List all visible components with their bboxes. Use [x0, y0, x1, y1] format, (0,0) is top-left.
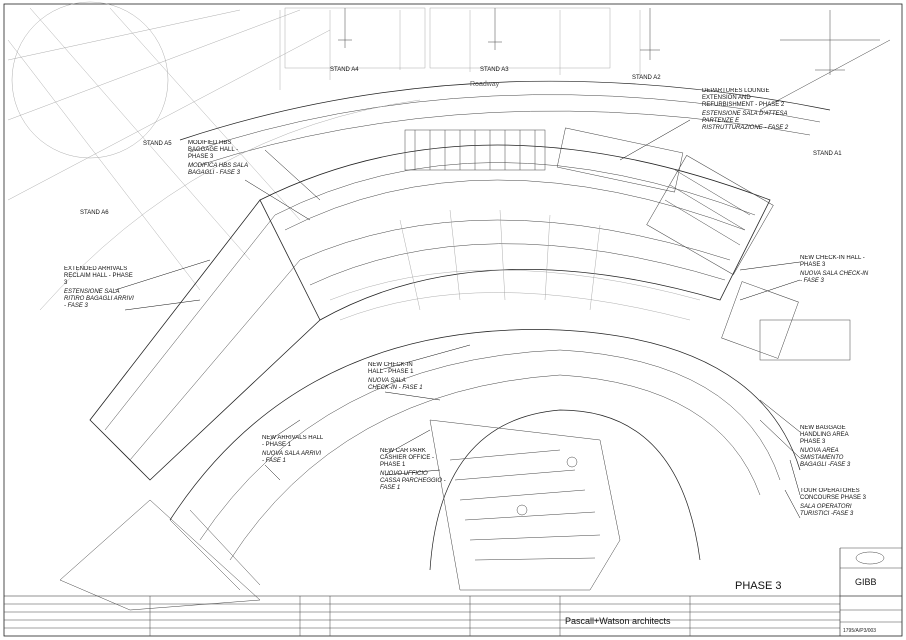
departures-lounge-en: DEPARTURES LOUNGE EXTENSION AND REFURBIS…	[702, 88, 785, 108]
label-new-checkin-right: NEW CHECK-IN HALL - PHASE 3 NUOVA SALA C…	[800, 255, 869, 284]
leader-lines	[114, 119, 801, 519]
sheet-border	[3, 3, 903, 637]
apron-grid	[7, 1, 641, 291]
checkin-desk-blocks	[404, 127, 774, 275]
label-new-checkin-center: NEW CHECK-IN HALL - PHASE 1 NUOVA SALA C…	[368, 362, 423, 391]
new-arrivals-en: NEW ARRIVALS HALL - PHASE 1	[262, 435, 324, 448]
airport-logo-icon	[855, 551, 885, 565]
label-new-arrivals: NEW ARRIVALS HALL - PHASE 1 NUOVA SALA A…	[262, 435, 324, 464]
stand-a6-label: STAND A6	[80, 210, 109, 216]
tour-operators-it: SALA OPERATORI TURISTICI -FASE 3	[800, 504, 854, 517]
new-arrivals-it: NUOVA SALA ARRIVI - FASE 1	[262, 451, 322, 464]
new-checkin-center-it: NUOVA SALA CHECK-IN - FASE 1	[368, 378, 423, 391]
extended-arrivals-it: ESTENSIONE SALA RITIRO BAGAGLI ARRIVI - …	[64, 289, 134, 309]
label-modified-hbs: MODIFIED HBS BAGGAGE HALL - PHASE 3 MODI…	[188, 140, 248, 176]
phase-title: PHASE 3	[735, 580, 781, 592]
stand-a3-label: STAND A3	[480, 67, 509, 73]
stand-a1-label: STAND A1	[813, 151, 842, 157]
roadway-label: Roadway	[470, 81, 500, 88]
title-block: GIBB Pascall+Watson architects 1795/A/P3…	[4, 547, 902, 636]
baggage-handling-en: NEW BAGGAGE HANDLING AREA PHASE 3	[800, 425, 849, 445]
new-checkin-right-en: NEW CHECK-IN HALL - PHASE 3	[800, 255, 865, 268]
stand-a2-label: STAND A2	[632, 75, 661, 81]
departures-lounge-it: ESTENSIONE SALA D'ATTESA PARTENZE E RIST…	[702, 111, 789, 131]
terminal-building	[89, 144, 771, 481]
baggage-hall-building	[721, 281, 851, 361]
drawing-number: 1795/A/P3/003	[843, 628, 876, 634]
label-baggage-handling: NEW BAGGAGE HANDLING AREA PHASE 3 NUOVA …	[800, 425, 851, 468]
label-tour-operators: TOUR OPERATORES CONCOURSE PHASE 3 SALA O…	[800, 488, 867, 517]
new-checkin-right-it: NUOVA SALA CHECK-IN - FASE 3	[800, 271, 869, 284]
car-park	[429, 419, 621, 591]
new-checkin-center-en: NEW CHECK-IN HALL - PHASE 1	[368, 362, 414, 375]
stand-a4-label: STAND A4	[330, 67, 359, 73]
architect-name: Pascall+Watson architects	[565, 616, 671, 626]
modified-hbs-it: MODIFICA HBS SALA BAGAGLI - FASE 3	[188, 163, 248, 176]
tour-operators-en: TOUR OPERATORES CONCOURSE PHASE 3	[800, 488, 867, 501]
stand-a5-label: STAND A5	[143, 141, 172, 147]
client-logo: GIBB	[855, 577, 877, 587]
structural-grid	[329, 209, 701, 321]
roadway-arcs	[39, 80, 831, 311]
label-departures-lounge: DEPARTURES LOUNGE EXTENSION AND REFURBIS…	[702, 88, 789, 131]
extended-arrivals-en: EXTENDED ARRIVALS RECLAIM HALL - PHASE 3	[64, 266, 133, 286]
car-park-it: NUOVO UFFICIO CASSA PARCHEGGIO - FASE 1	[380, 471, 446, 491]
modified-hbs-en: MODIFIED HBS BAGGAGE HALL - PHASE 3	[188, 140, 239, 160]
label-extended-arrivals: EXTENDED ARRIVALS RECLAIM HALL - PHASE 3…	[64, 266, 134, 309]
forecourt-roads	[169, 329, 801, 571]
label-car-park-cashier: NEW CAR PARK CASHIER OFFICE - PHASE 1 NU…	[380, 448, 446, 491]
car-park-en: NEW CAR PARK CASHIER OFFICE - PHASE 1	[380, 448, 435, 468]
aircraft-icons	[338, 8, 891, 111]
baggage-handling-it: NUOVA AREA SMISTAMENTO BAGAGLI -FASE 3	[800, 448, 851, 468]
lower-left-parking	[59, 499, 261, 611]
